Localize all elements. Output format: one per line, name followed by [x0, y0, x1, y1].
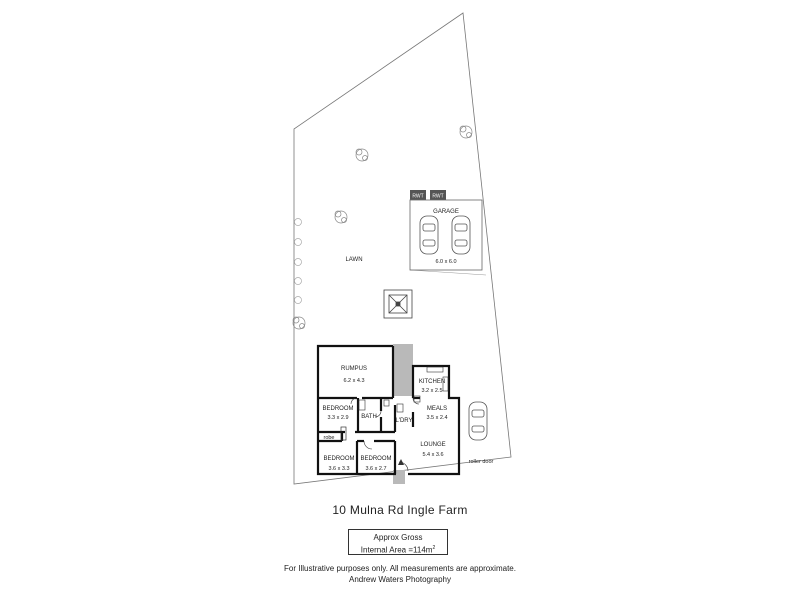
- garage-label: GARAGE: [433, 209, 459, 215]
- bedroom-label: BEDROOM: [322, 406, 353, 412]
- lounge-label: LOUNGE: [420, 442, 445, 448]
- area-value: Internal Area =114m: [360, 545, 433, 555]
- car-icon: [468, 401, 488, 441]
- door-swing: [350, 397, 420, 472]
- bedroom-dimensions: 3.3 x 2.9: [327, 415, 348, 421]
- meals-dimensions: 3.5 x 2.4: [426, 415, 447, 421]
- disclaimer-text: For Illustrative purposes only. All meas…: [284, 564, 516, 573]
- photography-credit: Andrew Waters Photography: [349, 575, 451, 584]
- car-icon: [419, 215, 439, 255]
- car-icon: [451, 215, 471, 255]
- property-boundary: [293, 12, 512, 485]
- tree-icon: [459, 125, 473, 139]
- lounge-dimensions: 5.4 x 3.6: [422, 452, 443, 458]
- laundry-label: L'DRY: [395, 418, 412, 424]
- rwt-label: RWT: [432, 194, 443, 200]
- bath-fittings: [358, 399, 404, 413]
- house-walls: [316, 344, 461, 476]
- rumpus-label: RUMPUS: [341, 366, 367, 372]
- robe-fitting: [340, 426, 347, 441]
- lawn-label: LAWN: [345, 257, 362, 263]
- area-unit-superscript: 2: [432, 545, 436, 551]
- gazebo-icon: [383, 289, 413, 319]
- kitchen-fittings: [413, 366, 449, 403]
- bedroom-dimensions: 3.6 x 2.7: [365, 466, 386, 472]
- meals-label: MEALS: [427, 406, 447, 412]
- bedroom-label: BEDROOM: [323, 456, 354, 462]
- bath-label: BATH: [361, 414, 377, 420]
- disclaimer-block: For Illustrative purposes only. All meas…: [0, 563, 800, 585]
- entrance-arrow-icon: [398, 459, 404, 465]
- property-address: 10 Mulna Rd Ingle Farm: [332, 503, 468, 517]
- garage: [409, 199, 483, 271]
- area-line-1: Approx Gross: [373, 533, 423, 542]
- robe-label: robe: [323, 435, 334, 441]
- kitchen-label: KITCHEN: [419, 379, 445, 385]
- rumpus-dimensions: 6.2 x 4.3: [343, 378, 364, 384]
- rainwater-tank: [430, 190, 446, 200]
- rainwater-tank: [410, 190, 426, 200]
- shrub-icon: [294, 218, 302, 304]
- side-walkway: [393, 344, 413, 396]
- area-line-2: Internal Area =114m2: [349, 543, 447, 556]
- area-summary-box: Approx Gross Internal Area =114m2: [348, 529, 448, 555]
- driveway-line: [409, 269, 487, 276]
- bedroom-dimensions: 3.6 x 3.3: [328, 466, 349, 472]
- rwt-label: RWT: [412, 194, 423, 200]
- kitchen-dimensions: 3.2 x 2.5: [421, 388, 442, 394]
- floor-plan: RWT RWT GARAGE 6.0 x 6.0 LAWN: [292, 12, 512, 485]
- tree-icon: [292, 316, 306, 330]
- tree-icon: [334, 210, 348, 224]
- roller-door-label: roller door: [469, 459, 494, 465]
- bedroom-label: BEDROOM: [360, 456, 391, 462]
- garage-dimensions: 6.0 x 6.0: [435, 259, 456, 265]
- tree-icon: [355, 148, 369, 162]
